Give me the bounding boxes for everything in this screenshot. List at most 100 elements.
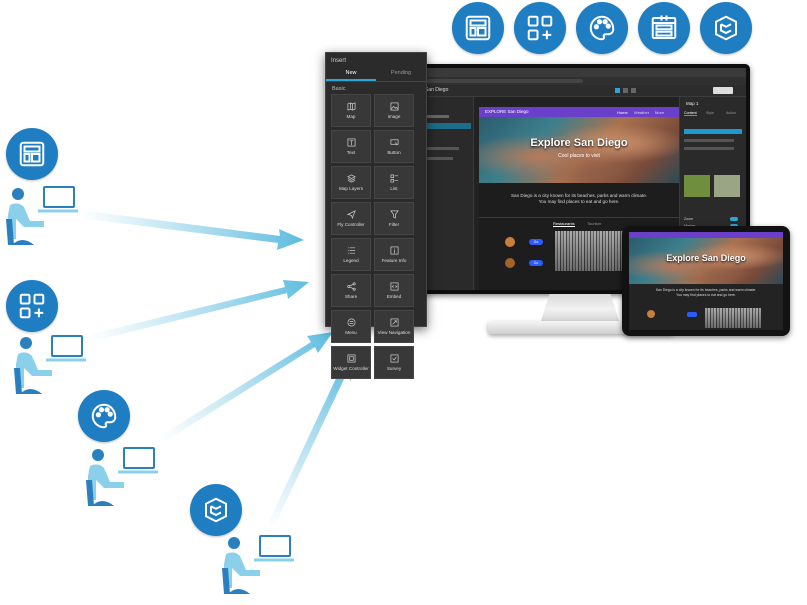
tablet-button[interactable]	[687, 312, 697, 317]
widget-controller-icon	[347, 354, 355, 363]
persona-4-badge-app-builder-icon	[190, 484, 242, 536]
insert-panel-title: Insert	[331, 58, 347, 64]
map-row[interactable]	[684, 139, 734, 142]
map-row[interactable]	[684, 147, 734, 150]
image-icon	[390, 102, 398, 111]
persona-4-user-at-laptop-icon	[222, 535, 294, 594]
persona-2-badge-widget-add-icon	[6, 280, 58, 332]
tablet-3d-city-map[interactable]	[705, 308, 761, 328]
layers-icon	[346, 174, 356, 183]
tablet-screen: Explore San Diego San Diego is a city kn…	[629, 232, 783, 330]
nav-weather[interactable]: Weather	[634, 109, 650, 115]
device-desktop-icon[interactable]	[615, 88, 620, 93]
persona-2-user-at-laptop-icon	[14, 335, 86, 394]
button-icon	[390, 139, 398, 146]
intro-text: San Diego is a city known for its beache…	[510, 193, 648, 204]
publish-button[interactable]	[713, 87, 733, 94]
hero-title: Explore San Diego	[530, 137, 628, 149]
outline-row[interactable]	[419, 147, 459, 150]
tab-content[interactable]: Content	[684, 111, 697, 116]
tab-pending[interactable]: Pending	[390, 70, 412, 76]
widget-map-layers[interactable]: Map Layers	[331, 166, 371, 199]
divider	[479, 217, 679, 218]
widget-survey[interactable]: Survey	[374, 346, 414, 379]
layout-icon	[452, 2, 504, 54]
page-name: San Diego	[425, 87, 449, 93]
tab-tourism[interactable]: Tourism	[587, 221, 602, 226]
nav-home[interactable]: Home	[617, 109, 628, 115]
tab-restaurants[interactable]: Restaurants	[553, 221, 575, 227]
plane-icon	[346, 210, 356, 219]
widget-list[interactable]: List	[374, 166, 414, 199]
app-header-label: EXPLORE San Diego	[485, 109, 529, 114]
widget-filter[interactable]: Filter	[374, 202, 414, 235]
widget-share[interactable]: Share	[331, 274, 371, 307]
restaurant-thumbnail	[505, 258, 515, 268]
page-row[interactable]	[419, 115, 449, 118]
widget-widget-controller[interactable]: Widget Controller	[331, 346, 371, 379]
restaurant-button[interactable]: Go	[529, 260, 543, 266]
hero-aerial-image: Explore San Diego Cool places to visit	[479, 117, 679, 183]
tablet-hero-image: Explore San Diego	[629, 238, 783, 284]
filter-icon	[389, 210, 399, 219]
widget-image[interactable]: Image	[374, 94, 414, 127]
persona-3-user-at-laptop-icon	[86, 447, 158, 506]
map-icon	[347, 102, 355, 111]
text-icon	[347, 138, 355, 147]
legend-icon	[347, 247, 355, 254]
nav-more[interactable]: More	[655, 109, 665, 115]
tablet-intro-text: San Diego is a city known for its beache…	[655, 288, 757, 297]
widget-embed[interactable]: Embed	[374, 274, 414, 307]
widget-legend[interactable]: Legend	[331, 238, 371, 271]
toggle-zoom[interactable]	[730, 217, 738, 221]
insert-panel-tabs: New Pending	[326, 67, 426, 82]
widget-fly-controller[interactable]: Fly Controller	[331, 202, 371, 235]
category-basic: Basic	[332, 86, 346, 92]
tab-style[interactable]: Style	[706, 111, 714, 115]
settings-panel-title: Map 1	[686, 101, 699, 106]
tablet-app-header	[629, 232, 783, 238]
tablet-hero-title: Explore San Diego	[666, 253, 746, 263]
widget-menu[interactable]: Menu	[331, 310, 371, 343]
hero-subtitle: Cool places to visit	[558, 153, 600, 159]
browser-tab-bar	[415, 68, 746, 77]
tab-new[interactable]: New	[326, 67, 376, 81]
embed-icon	[390, 282, 398, 291]
widget-map[interactable]: Map	[331, 94, 371, 127]
share-icon	[346, 282, 356, 291]
persona-1-user-at-laptop-icon	[6, 186, 78, 245]
device-tablet-icon[interactable]	[623, 88, 628, 93]
builder-toolbar: San Diego	[415, 85, 746, 97]
insert-widget-panel: Insert New Pending Basic Map Image Text …	[325, 52, 427, 379]
survey-icon	[390, 354, 398, 363]
monitor-stand	[540, 294, 620, 324]
app-template-icon	[638, 2, 690, 54]
outline-row[interactable]	[419, 157, 453, 160]
url-field[interactable]	[423, 79, 583, 83]
device-phone-icon[interactable]	[631, 88, 636, 93]
select-map-button[interactable]	[684, 129, 742, 134]
tablet-device: Explore San Diego San Diego is a city kn…	[622, 226, 790, 336]
navigation-icon	[390, 318, 398, 327]
widget-feature-info[interactable]: Feature Info	[374, 238, 414, 271]
arrow-3	[160, 332, 333, 442]
tab-action[interactable]: Action	[726, 111, 736, 115]
app-builder-icon	[700, 2, 752, 54]
persona-3-badge-palette-icon	[78, 390, 130, 442]
basemap-thumb[interactable]	[714, 175, 740, 197]
widget-button[interactable]: Button	[374, 130, 414, 163]
selected-page-row[interactable]	[417, 123, 471, 129]
arrow-2	[88, 280, 309, 342]
widget-text[interactable]: Text	[331, 130, 371, 163]
basemap-thumb[interactable]	[684, 175, 710, 197]
app-header: EXPLORE San Diego Home Weather More	[479, 107, 679, 117]
palette-icon	[576, 2, 628, 54]
menu-icon	[347, 318, 355, 327]
browser-address-bar	[415, 77, 746, 85]
widget-view-navigation[interactable]: View Navigation	[374, 310, 414, 343]
list-icon	[390, 174, 398, 183]
restaurant-button[interactable]: Go	[529, 239, 543, 245]
arrow-1	[79, 210, 304, 250]
tablet-thumbnail	[647, 310, 655, 318]
